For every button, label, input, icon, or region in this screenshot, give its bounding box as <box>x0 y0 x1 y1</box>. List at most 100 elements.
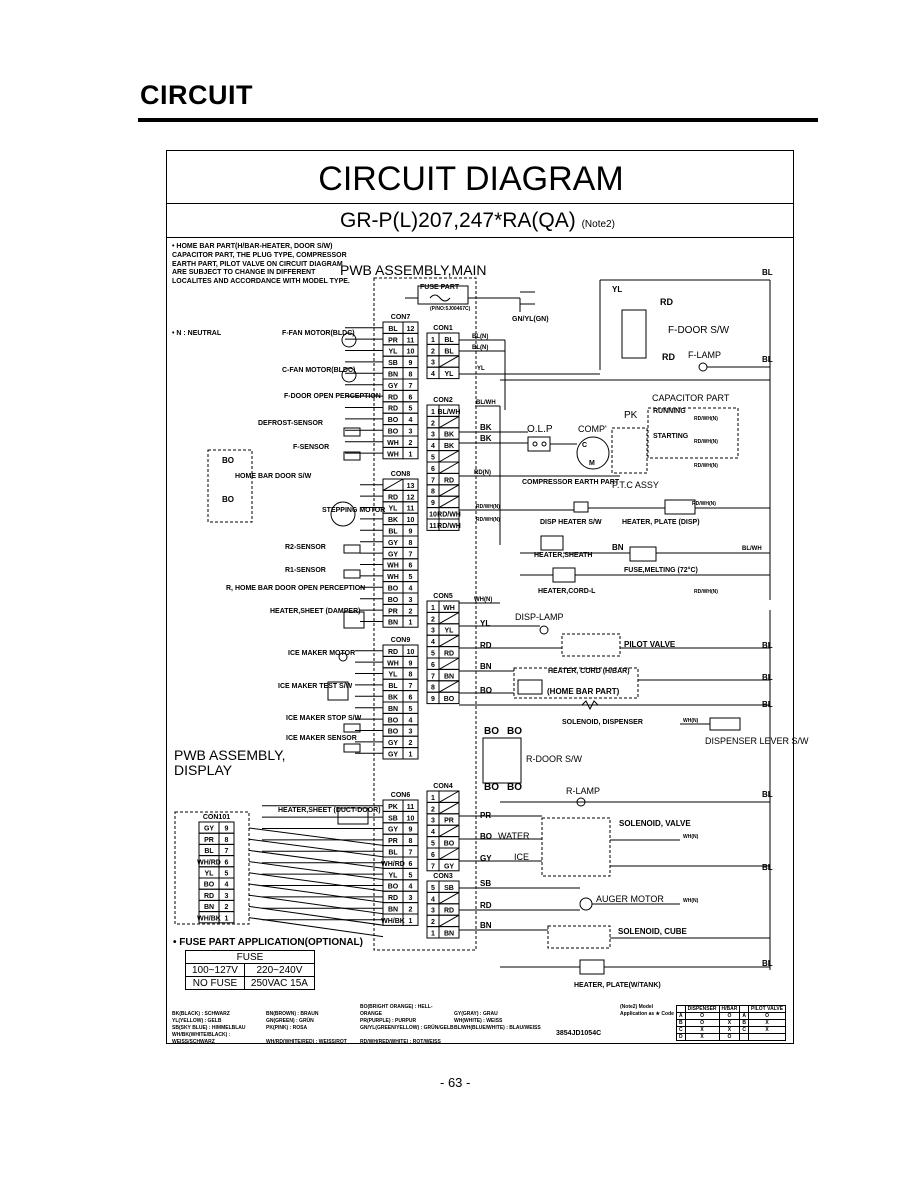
con6-pin-number: 9 <box>409 827 413 834</box>
color-legend-entry: PK(PINK) : ROSA <box>266 1025 308 1031</box>
wire-label: BL(N) <box>472 345 488 351</box>
con5-empty-slash <box>438 634 460 648</box>
color-legend-entry: GN(GREEN) : GRÜN <box>266 1018 314 1024</box>
con7-pin-color: SB <box>388 360 398 367</box>
c-fan-motor-label: C-FAN MOTOR(BLDC) <box>282 367 355 374</box>
con3-pin-color: BN <box>444 931 454 938</box>
model-app-cell: B <box>676 1019 686 1027</box>
model-name: GR-P(L)207,247*RA(QA) <box>340 209 576 232</box>
wire-label: BO <box>484 726 499 737</box>
con2-pin-color: BK <box>444 432 454 439</box>
disp-lamp-label: DISP-LAMP <box>515 612 564 622</box>
solenoid-dispenser-label: SOLENOID, DISPENSER <box>562 719 643 726</box>
model-app-cell: A <box>739 1012 749 1020</box>
wire-label: BO <box>480 832 492 841</box>
heater-sheath-label: HEATER,SHEATH <box>534 552 592 559</box>
wire-label: BO <box>507 726 522 737</box>
con6-pin-number: 4 <box>409 884 413 891</box>
con8-pin-number: 11 <box>407 506 415 513</box>
con9-pin-number: 2 <box>409 740 413 747</box>
con6-pin-number: 2 <box>409 907 413 914</box>
auger-motor-label: AUGER MOTOR <box>596 894 664 904</box>
defrost-sensor-label: DEFROST-SENSOR <box>258 420 323 427</box>
wire-label: SB <box>480 879 491 888</box>
heading-rule <box>138 118 818 122</box>
con1-pin-number: 2 <box>431 348 435 355</box>
wire-label: WH(N) <box>683 834 699 840</box>
color-legend-entry: WH/BK(WHITE/BLACK) : WEISS/SCHWARZ <box>172 1032 231 1045</box>
con101-pin-color: YL <box>205 871 215 878</box>
con9-pin-number: 4 <box>409 717 413 724</box>
pk-label: PK <box>624 410 638 421</box>
ice-label: ICE <box>514 852 529 862</box>
con5-empty-slash <box>438 611 460 625</box>
con9-pin-color: BO <box>388 729 399 736</box>
con3-pin-number: 1 <box>431 931 435 938</box>
model-app-cell <box>739 1033 749 1041</box>
display-lead <box>248 894 384 915</box>
con2-pin-number: 1 <box>431 409 435 416</box>
con2-empty-slash <box>438 450 460 463</box>
con9-pin-number: 6 <box>409 695 413 702</box>
ptc-label: P.T.C ASSY <box>612 480 659 490</box>
con2-pin-color: RD <box>444 477 454 484</box>
disp-lamp-symbol <box>539 625 549 635</box>
r1-sensor-label: R1-SENSOR <box>285 567 326 574</box>
model-app-header <box>739 1005 749 1013</box>
con5-pin-number: 2 <box>431 616 435 623</box>
heater-cord-l-label: HEATER,CORD-L <box>538 588 596 595</box>
wire-label: BN <box>480 921 492 930</box>
r-door-switch <box>482 737 522 784</box>
f-lamp-label: F-LAMP <box>688 350 721 360</box>
con5-pin-color: WH <box>443 605 455 612</box>
wire-label: YL <box>612 285 622 294</box>
con7-pin-color: YL <box>389 349 399 356</box>
con9-pin-number: 3 <box>409 729 413 736</box>
wire-label: GY <box>480 854 492 863</box>
con101-pin-number: 7 <box>225 848 229 855</box>
con9-pin-color: WH <box>387 660 399 667</box>
model-app-header: DISPENSER <box>684 1005 720 1013</box>
heater-cord-hbar-label: HEATER, CORD (H/BAR) <box>548 668 630 675</box>
compressor-terminal: C <box>582 442 587 449</box>
wire-label: BL <box>762 268 773 277</box>
con9-pin-color: BO <box>388 717 399 724</box>
con5-title: CON5 <box>433 593 453 600</box>
con5-pin-number: 1 <box>431 605 435 612</box>
heater-sheet-damper-symbol <box>343 611 365 629</box>
heater-plate-disp <box>664 499 696 515</box>
model-app-cell: D <box>676 1033 686 1041</box>
capacitor-part-label: CAPACITOR PART <box>652 393 730 403</box>
f-fan-motor-symbol <box>341 332 357 348</box>
wire-label: RD <box>480 641 492 650</box>
diagram-frame <box>166 150 794 1044</box>
ice-maker-sensor-symbol <box>343 743 361 753</box>
wire-label: BL <box>762 355 773 364</box>
wire-label: BL <box>762 673 773 682</box>
con8-pin-number: 3 <box>409 597 413 604</box>
con101-pin-color: BN <box>204 904 214 911</box>
wire-label: WH(N) <box>683 718 699 724</box>
ice-maker-motor-symbol <box>338 652 348 662</box>
model-app-cell: X <box>747 1026 787 1034</box>
con8-title: CON8 <box>391 471 411 478</box>
model-note: (Note2) <box>581 219 615 230</box>
dispenser-lever-switch <box>709 717 741 731</box>
wire-label: YL <box>477 366 485 372</box>
con5-pin-color: BN <box>444 673 454 680</box>
con101-pin-number: 8 <box>225 837 229 844</box>
con8-pin-number-cell <box>402 615 419 628</box>
pilot-valve-label: PILOT VALVE <box>624 640 676 649</box>
color-legend-entry: BO(BRIGHT ORANGE) : HELL-ORANGE <box>360 1004 433 1017</box>
con6-title: CON6 <box>391 792 411 799</box>
running-label: RUNNING <box>653 408 686 415</box>
con3-pin-number: 2 <box>431 919 435 926</box>
con4-pin-number: 5 <box>431 841 435 848</box>
con7-pin-color: WH <box>387 440 399 447</box>
con2-pin-color: BK <box>444 443 454 450</box>
con9-pin-number: 7 <box>409 683 413 690</box>
color-legend-entry: BN(BROWN) : BRAUN <box>266 1011 319 1017</box>
con101-pin-number: 5 <box>225 871 229 878</box>
con101-pin-color: RD <box>204 893 214 900</box>
wire-label: BO <box>507 782 522 793</box>
